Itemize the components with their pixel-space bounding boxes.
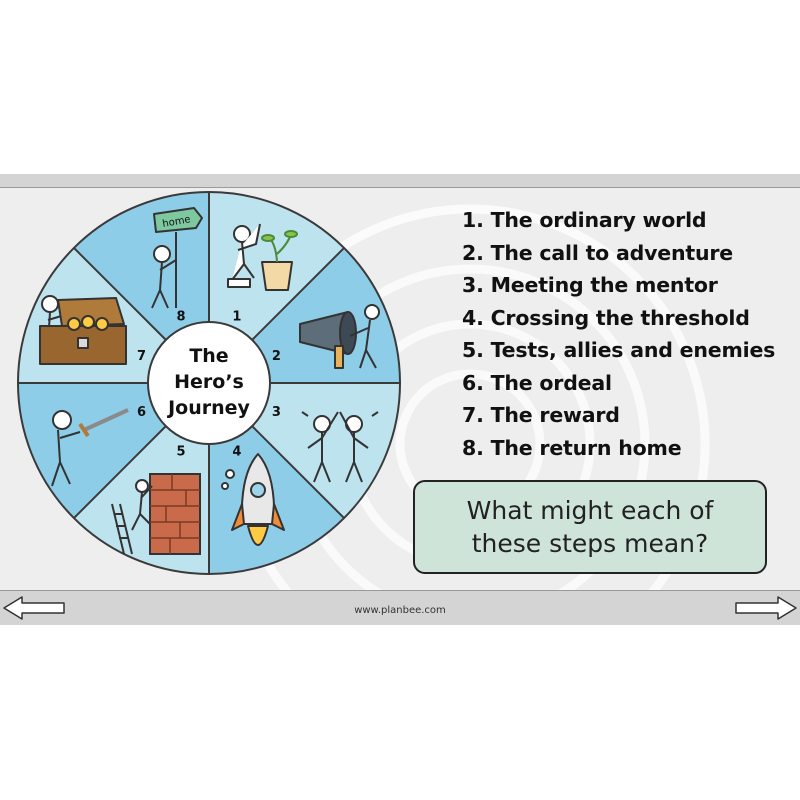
segment-numbers: 1 2 3 4 5 6 7 8 (137, 310, 281, 460)
step-item: 4. Crossing the threshold (462, 305, 750, 330)
slide: home 1 2 3 4 5 6 7 8 The Hero’s Journey 1. The … (0, 174, 800, 625)
wheel-divider (251, 425, 345, 519)
segment-number-8: 8 (177, 310, 186, 325)
friends-high-five-icon (301, 411, 379, 483)
segment-number-6: 6 (137, 405, 146, 420)
segment-number-2: 2 (272, 349, 281, 364)
segment-number-5: 5 (177, 444, 186, 459)
center-title-line-3: Journey (166, 397, 250, 419)
megaphone-icon (299, 304, 380, 369)
treasure-chest-icon (39, 295, 127, 365)
wheel-divider (251, 247, 345, 341)
top-bar (0, 174, 800, 188)
step-item: 3. Meeting the mentor (462, 273, 718, 297)
segment-number-7: 7 (137, 349, 146, 364)
brick-wall-climber-icon (111, 473, 201, 555)
step-item: 2. The call to adventure (462, 240, 733, 265)
home-sign-text: home (162, 214, 192, 230)
step-item: 6. The ordeal (462, 370, 612, 395)
question-text: What might each of these steps mean? (466, 496, 714, 558)
home-sign-icon: home (151, 207, 203, 309)
step-item: 1. The ordinary world (462, 208, 707, 232)
bottom-bar: www.planbee.com (0, 590, 800, 625)
wheel-divider (73, 425, 167, 519)
center-circle (147, 321, 271, 445)
sword-icon (51, 408, 129, 487)
right-arrow-icon[interactable] (734, 595, 798, 621)
footer-url[interactable]: www.planbee.com (354, 605, 446, 616)
step-item: 5. Tests, allies and enemies (462, 338, 776, 362)
wheel-divider (73, 247, 167, 341)
wheel-dividers (18, 192, 400, 574)
center-title-line-1: The (189, 345, 228, 367)
question-box: What might each of these steps mean? (413, 480, 767, 574)
heros-journey-wheel: home 1 2 3 4 5 6 7 8 The Hero’s Journey (17, 191, 401, 575)
segment-number-3: 3 (272, 405, 281, 420)
gardener-icon (227, 223, 298, 291)
wheel-outline (17, 191, 401, 575)
steps-list: 1. The ordinary world 2. The call to adv… (462, 204, 775, 464)
segment-number-1: 1 (232, 310, 241, 325)
center-title-line-2: Hero’s (174, 371, 244, 393)
step-item: 7. The reward (462, 403, 620, 427)
segment-number-4: 4 (232, 444, 241, 459)
rocket-icon (221, 453, 285, 546)
step-item: 8. The return home (462, 435, 682, 460)
left-arrow-icon[interactable] (2, 595, 66, 621)
